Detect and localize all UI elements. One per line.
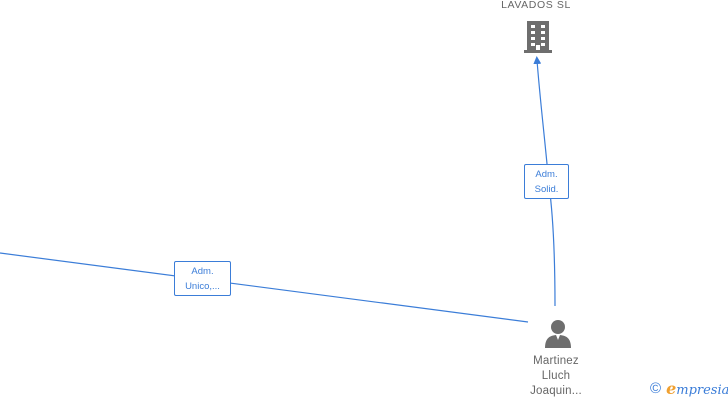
brand-logo-rest: mpresia	[676, 382, 728, 398]
person-name-label[interactable]: Martinez Lluch Joaquin...	[506, 354, 606, 399]
edge-offscreen-to-person[interactable]	[0, 252, 529, 323]
edge-label-adm-unico[interactable]: Adm. Unico,...	[174, 261, 231, 296]
person-name-line2: Lluch	[541, 370, 571, 382]
brand-footer: © empresia	[650, 378, 728, 398]
copyright-icon: ©	[650, 379, 662, 397]
person-name-line1: Martinez	[533, 355, 579, 367]
edge-label-line2: Unico,...	[185, 281, 220, 292]
edge-label-line1: Adm.	[191, 266, 214, 277]
edge-label-adm-solid[interactable]: Adm. Solid.	[524, 164, 569, 199]
company-name-label[interactable]: LAVADOS SL	[501, 0, 571, 11]
brand-logo-initial: e	[666, 378, 677, 398]
building-icon[interactable]	[522, 19, 554, 53]
person-name-line3: Joaquin...	[530, 385, 582, 397]
person-icon[interactable]	[543, 318, 573, 348]
brand-logo[interactable]: empresia	[666, 379, 728, 398]
edge-label-line2: Solid.	[534, 184, 559, 195]
edge-label-line1: Adm.	[535, 169, 558, 180]
